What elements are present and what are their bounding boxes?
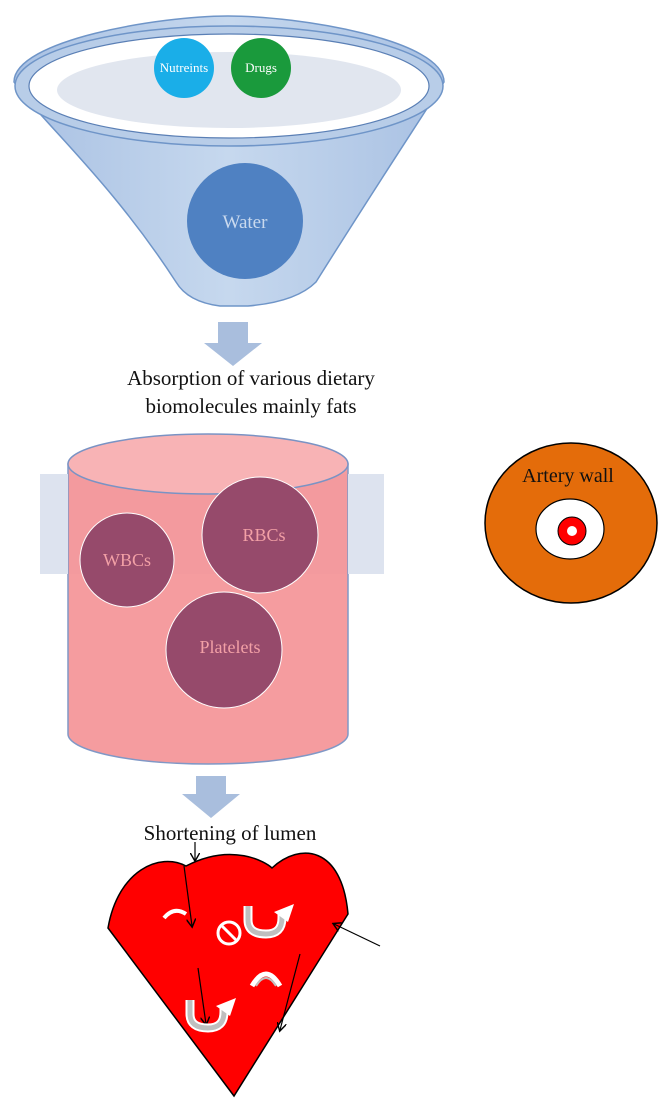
heart-arrow-1 <box>183 865 192 926</box>
water-bubble: Water <box>187 163 303 279</box>
band-right <box>348 474 384 574</box>
funnel: Nutreints Drugs Water <box>13 15 445 307</box>
rbc-cell: RBCs <box>201 476 319 594</box>
heart-arrow-2 <box>197 967 206 1024</box>
vessel-top <box>67 433 349 495</box>
plaque-arc-1 <box>162 908 188 920</box>
absorption-line-1: Absorption of various dietary <box>127 366 375 390</box>
down-arrow-2 <box>182 776 240 818</box>
band-left <box>40 474 68 574</box>
heart <box>107 842 381 1098</box>
rbc-label: RBCs <box>242 525 285 545</box>
absorption-line-2: biomolecules mainly fats <box>145 394 356 418</box>
platelet-label: Platelets <box>200 637 261 657</box>
heart-side-arrow <box>334 924 381 947</box>
heart-arrow-3 <box>280 953 301 1030</box>
curved-arrow-icon-2 <box>185 998 236 1033</box>
artery-inner-lumen <box>567 526 577 536</box>
drugs-label: Drugs <box>245 60 277 75</box>
lumen-label: Shortening of lumen <box>144 821 317 845</box>
water-label: Water <box>223 212 269 233</box>
wbc-label: WBCs <box>103 550 151 570</box>
heart-shape <box>107 852 349 1098</box>
funnel-liquid <box>57 52 401 128</box>
platelet-cell: Platelets <box>165 591 283 709</box>
blocked-icon <box>216 920 242 946</box>
artery-cross-section: Artery wall <box>484 442 658 604</box>
drugs-bubble: Drugs <box>231 38 291 98</box>
plaque-arc-2-inner <box>255 977 277 987</box>
artery-label: Artery wall <box>522 465 614 487</box>
nutrients-bubble: Nutreints <box>154 38 214 98</box>
wbc-cell: WBCs <box>79 512 175 608</box>
down-arrow-1 <box>204 322 262 366</box>
curved-arrow-icon-1 <box>243 904 294 939</box>
blood-vessel: WBCs RBCs Platelets <box>40 433 384 765</box>
plaque-arc-2 <box>249 971 283 988</box>
nutrients-label: Nutreints <box>160 60 208 75</box>
